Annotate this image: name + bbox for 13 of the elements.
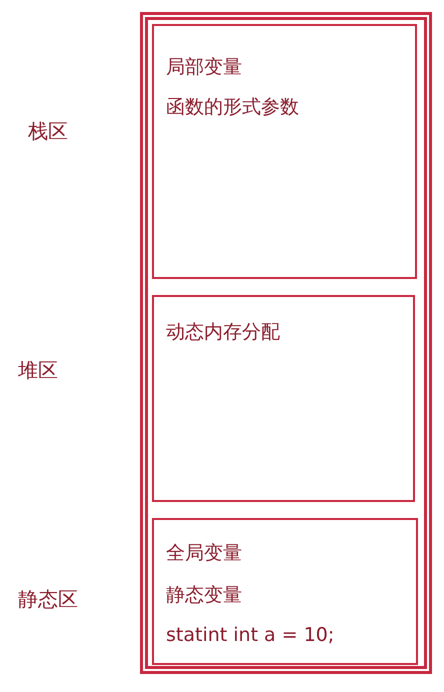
memory-region-box	[152, 24, 417, 279]
region-item-text: 静态变量	[166, 583, 242, 608]
region-item-text: 动态内存分配	[166, 320, 280, 345]
region-item-text: 全局变量	[166, 541, 242, 566]
region-name-label: 栈区	[28, 118, 68, 145]
memory-region-box	[152, 518, 418, 665]
region-item-text: 函数的形式参数	[166, 95, 299, 120]
region-item-text: 局部变量	[166, 55, 242, 80]
memory-outline-box	[140, 12, 432, 674]
region-item-text: statint int a = 10;	[166, 624, 334, 646]
region-name-label: 静态区	[18, 586, 78, 613]
region-name-label: 堆区	[18, 357, 58, 384]
memory-region-box	[152, 295, 415, 502]
